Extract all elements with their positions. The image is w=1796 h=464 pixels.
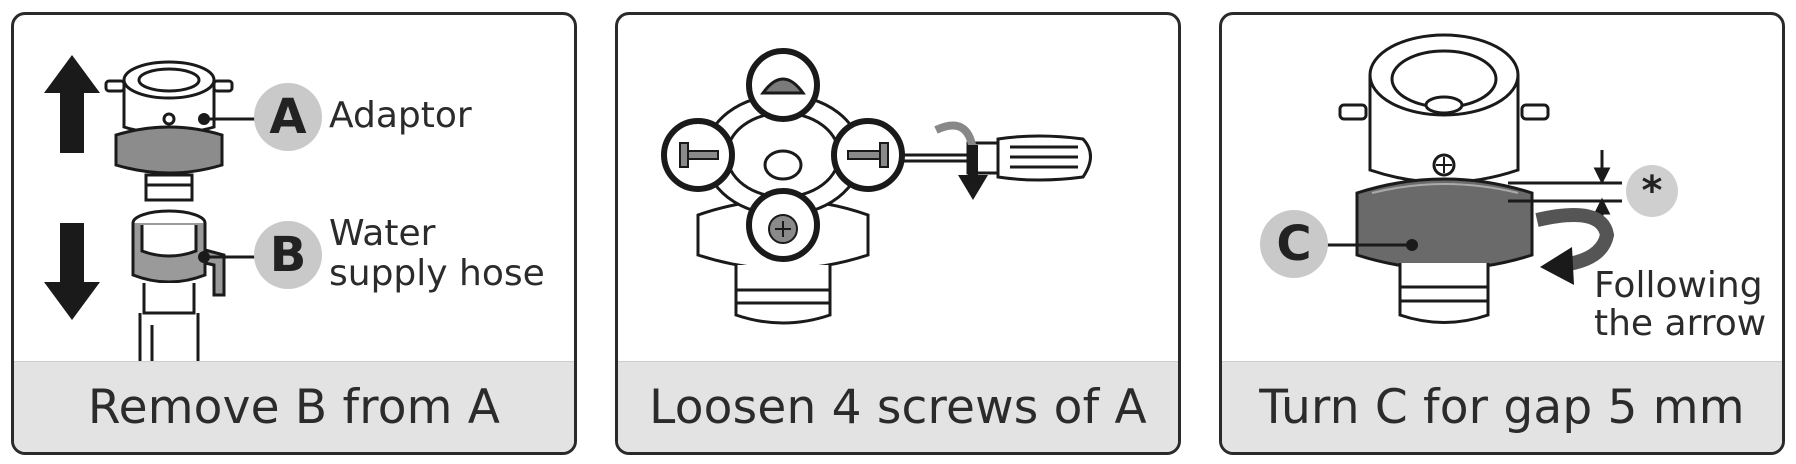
adaptor-a-large-drawing bbox=[1338, 33, 1550, 184]
adaptor-label: Adaptor bbox=[329, 95, 472, 136]
rotate-arrow-icon bbox=[934, 121, 988, 200]
callout-c-badge: C bbox=[1260, 210, 1328, 278]
callout-a-badge: A bbox=[254, 83, 322, 151]
step-1-caption: Remove B from A bbox=[14, 361, 574, 452]
nut-c-drawing bbox=[1355, 177, 1534, 324]
step-2-panel: Loosen 4 screws of A bbox=[615, 12, 1181, 455]
turn-c-illustration bbox=[1322, 33, 1622, 324]
hose-label-line1: Water bbox=[329, 213, 436, 254]
adaptor-hose-illustration bbox=[44, 55, 266, 365]
hose-label-line2: supply hose bbox=[329, 253, 545, 294]
up-arrow-icon bbox=[44, 55, 100, 153]
following-label-line1: Following bbox=[1594, 265, 1763, 306]
gap-asterisk-badge: * bbox=[1626, 165, 1678, 217]
step-1-panel: A Adaptor B Water supply hose Remove B f… bbox=[11, 12, 577, 455]
step-3-panel: C * Following the arrow Turn C for gap 5… bbox=[1219, 12, 1785, 455]
callout-b-badge: B bbox=[254, 221, 322, 289]
adaptor-a-drawing bbox=[104, 60, 234, 202]
hose-b-drawing bbox=[131, 209, 226, 365]
step-2-caption: Loosen 4 screws of A bbox=[618, 361, 1178, 452]
following-label-line2: the arrow bbox=[1594, 303, 1767, 344]
loosen-screws-illustration bbox=[661, 48, 1092, 325]
step-3-caption: Turn C for gap 5 mm bbox=[1222, 361, 1782, 452]
down-arrow-icon bbox=[44, 223, 100, 320]
gap-indicator bbox=[1508, 150, 1622, 231]
turn-arrow-icon bbox=[1535, 208, 1615, 285]
screwdriver-icon bbox=[903, 134, 1092, 182]
